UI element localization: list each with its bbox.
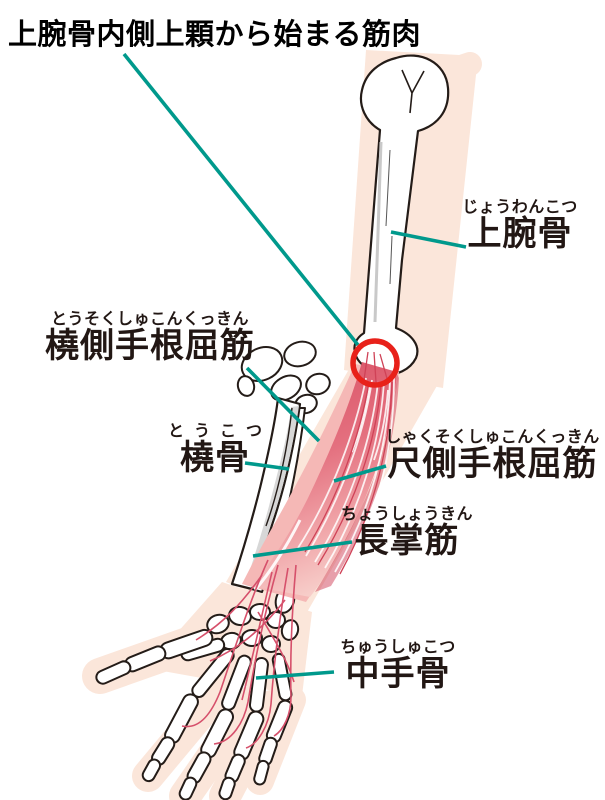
label-palmaris-text: 長掌筋 (354, 522, 460, 560)
label-humerus-furigana: じょうわんこつ (462, 199, 578, 216)
label-palmaris-longus: ちょうしょうきん 長掌筋 (340, 507, 474, 560)
label-metacarpals: ちゅうしゅこつ 中手骨 (333, 640, 463, 693)
flexor-muscle-group (242, 351, 399, 602)
leader-line-palmaris (252, 540, 353, 558)
label-humerus-text: 上腕骨 (467, 215, 573, 253)
label-metacarpal-text: 中手骨 (345, 655, 451, 693)
leader-line-title (122, 52, 360, 347)
label-flexor-carpi-radialis: とうそくしゅこんくっきん 橈側手根屈筋 (40, 312, 260, 365)
label-palmaris-furigana: ちょうしょうきん (340, 506, 473, 523)
label-metacarpal-furigana: ちゅうしゅこつ (340, 639, 456, 656)
leader-line-metacarpal (255, 670, 335, 680)
label-humerus: じょうわんこつ 上腕骨 (450, 200, 590, 253)
label-flexor-carpi-ulnaris: しゃくそくしゅこんくっきん 尺側手根屈筋 (380, 430, 605, 483)
label-radius-furigana: とうこつ (168, 423, 273, 440)
leader-line-humerus (390, 230, 467, 249)
elbow-joint-bones (236, 340, 331, 415)
label-radius-text: 橈骨 (180, 439, 250, 477)
leader-line-radius (244, 461, 290, 471)
label-fcu-furigana: しゃくそくしゅこんくっきん (385, 429, 600, 446)
label-fcu-text: 尺側手根屈筋 (387, 445, 598, 483)
leader-line-fcr (245, 366, 321, 443)
label-fcr-text: 橈側手根屈筋 (45, 327, 255, 365)
label-fcr-furigana: とうそくしゅこんくっきん (50, 311, 249, 328)
leader-lines (122, 52, 467, 680)
label-radius: とうこつ 橈骨 (160, 424, 270, 477)
finger-bones (95, 628, 294, 800)
leader-line-fcu (333, 464, 387, 483)
carpal-bones (206, 586, 300, 653)
diagram-title: 上腕骨内側上顆から始まる筋肉 (8, 19, 422, 51)
origin-highlight-circle (350, 338, 400, 388)
